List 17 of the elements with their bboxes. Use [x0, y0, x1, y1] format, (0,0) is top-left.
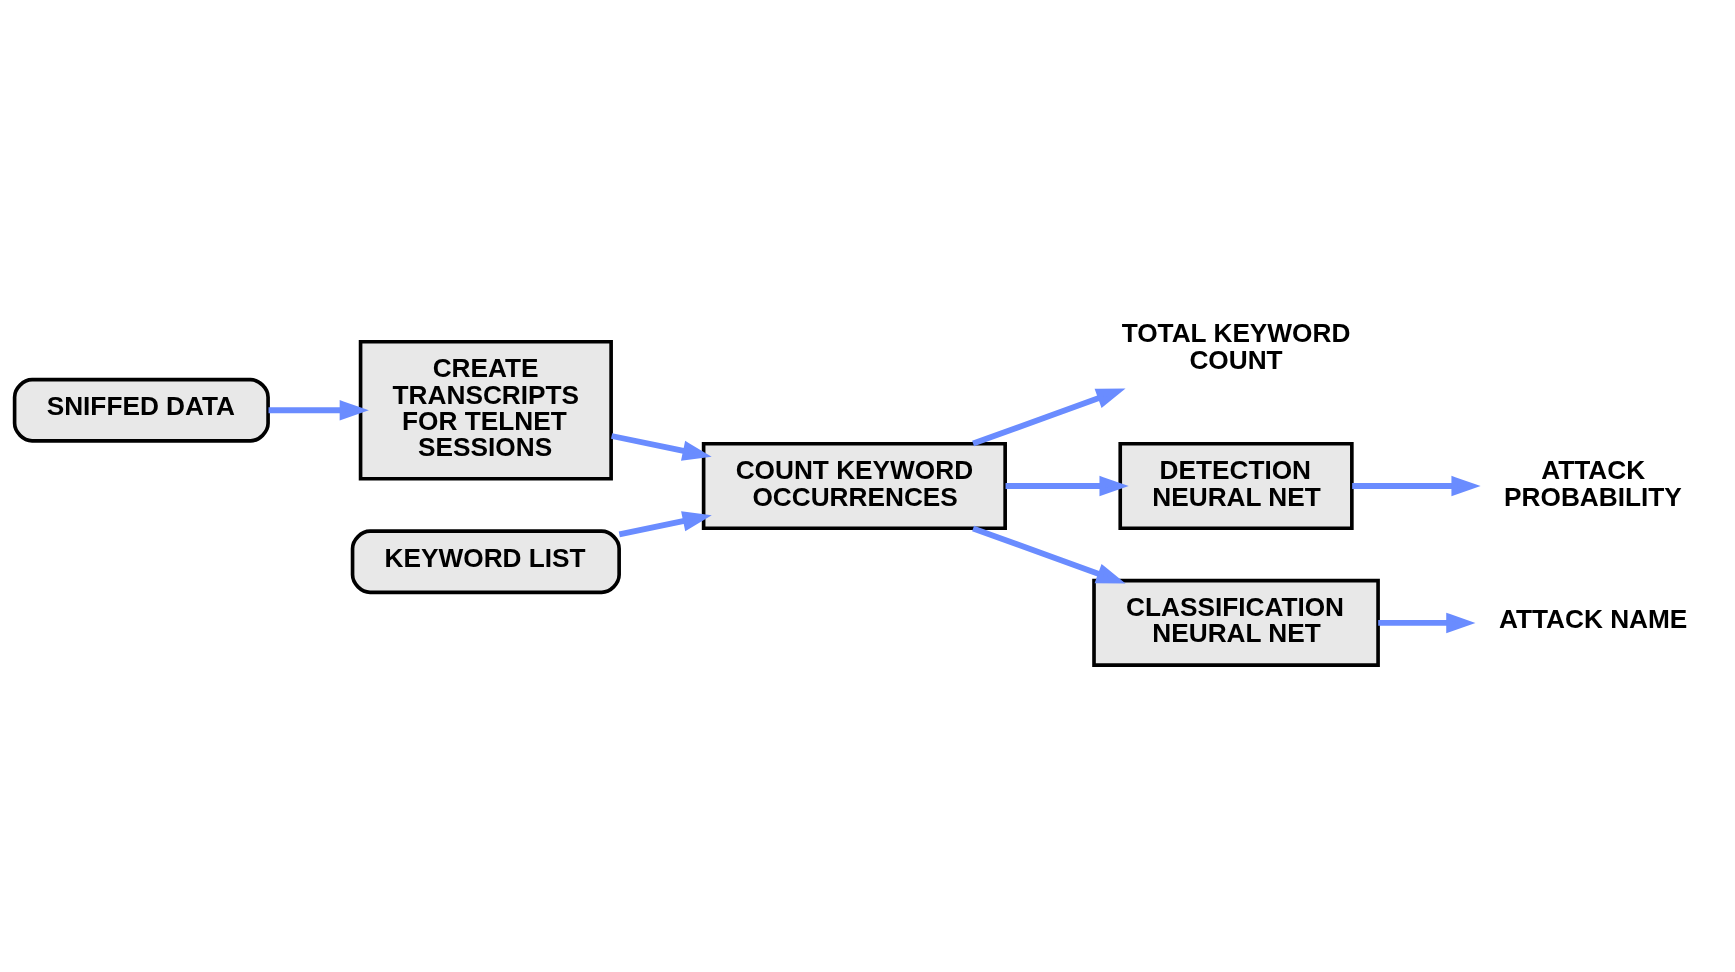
node-text: TOTAL KEYWORD COUNT — [1121, 318, 1351, 375]
node-text: ATTACK NAME — [1498, 603, 1688, 634]
arrow — [611, 433, 712, 461]
arrow — [1378, 612, 1476, 634]
arrow — [618, 511, 712, 538]
arrow — [268, 400, 369, 421]
node-box: COUNT KEYWORD OCCURRENCES — [701, 441, 1007, 531]
arrow — [972, 525, 1126, 584]
node-box: CLASSIFICATION NEURAL NET — [1092, 578, 1380, 667]
node-box: DETECTION NEURAL NET — [1118, 441, 1354, 531]
node-box: KEYWORD LIST — [350, 529, 621, 595]
node-text: ATTACK PROBABILITY — [1504, 455, 1682, 512]
arrow — [972, 388, 1126, 447]
node-box: SNIFFED DATA — [12, 377, 270, 443]
arrow — [1352, 475, 1481, 497]
node-box: CREATE TRANSCRIPTS FOR TELNET SESSIONS — [358, 339, 613, 481]
arrow — [1005, 475, 1129, 497]
